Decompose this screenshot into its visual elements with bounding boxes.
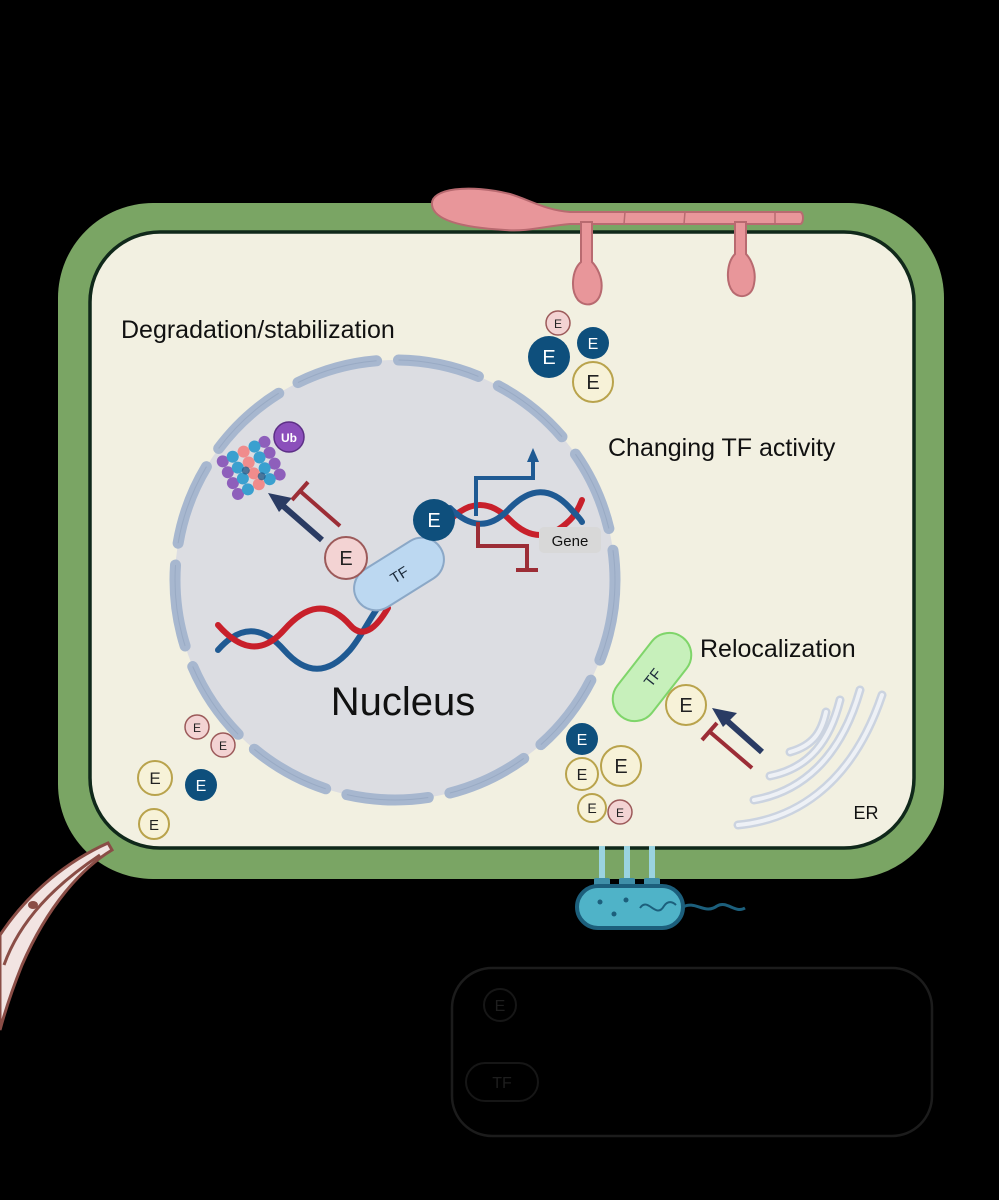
effector-cluster-top: E E E E [528, 310, 614, 403]
svg-text:E: E [577, 732, 588, 749]
transcription-arrow-icon [474, 458, 535, 516]
nucleus-label: Nucleus [331, 680, 476, 724]
degradation-arrow-icon [268, 493, 324, 543]
svg-text:E: E [587, 800, 596, 816]
legend-box [450, 966, 934, 1138]
svg-text:E: E [586, 372, 599, 394]
relocalization-label: Relocalization [700, 635, 856, 663]
changing-tf-label: Changing TF activity [608, 434, 836, 462]
svg-text:E: E [679, 695, 692, 717]
svg-text:E: E [542, 347, 555, 369]
relocalization-inhibition-icon [700, 721, 754, 770]
secretion-system [594, 846, 660, 888]
bacterium [575, 884, 746, 930]
effector-relocalization: E [665, 684, 707, 726]
fungal-penetration-hypha [0, 841, 115, 1031]
svg-text:E: E [149, 817, 159, 834]
svg-text:E: E [193, 721, 201, 735]
degradation-label: Degradation/stabilization [121, 316, 395, 344]
effector-dna-bound: E [413, 499, 455, 541]
ub-label: Ub [281, 431, 297, 445]
ubiquitin-icon: Ub [273, 421, 305, 453]
tf-relocalized: TF [611, 631, 693, 723]
gene-tag [539, 527, 601, 553]
svg-text:E: E [219, 739, 227, 753]
svg-text:E: E [339, 548, 352, 570]
fungal-hypha [431, 187, 804, 306]
tf-nuclear: TF [353, 536, 445, 612]
flagellum [682, 903, 746, 911]
svg-text:E: E [588, 336, 599, 353]
dna-gene: Gene [447, 448, 601, 572]
svg-text:E: E [577, 767, 588, 784]
legend-tf-label: TF [492, 1075, 512, 1092]
svg-text:E: E [614, 756, 627, 778]
inhibition-arrow-icon [290, 480, 342, 528]
svg-text:E: E [196, 778, 207, 795]
legend: E TF [450, 966, 934, 1138]
legend-effector-label: E [495, 998, 506, 1015]
effector-cluster-bottom: E E E E E [565, 723, 642, 825]
repression-bar-icon [476, 522, 529, 570]
effector-degradation: E [324, 536, 368, 580]
effector-cluster-left: E E E E E [137, 714, 236, 840]
svg-text:E: E [427, 510, 440, 532]
endoplasmic-reticulum-outline [736, 688, 884, 827]
gene-label: Gene [552, 533, 589, 550]
svg-text:E: E [149, 769, 160, 788]
svg-text:E: E [554, 317, 562, 331]
legend-tf-icon [465, 1062, 539, 1102]
svg-text:E: E [616, 806, 624, 820]
proteasome [216, 435, 286, 500]
relocalization-arrow-icon [712, 708, 764, 755]
dna-main [215, 602, 391, 672]
er-label: ER [853, 803, 878, 823]
legend-effector-icon [483, 988, 517, 1022]
